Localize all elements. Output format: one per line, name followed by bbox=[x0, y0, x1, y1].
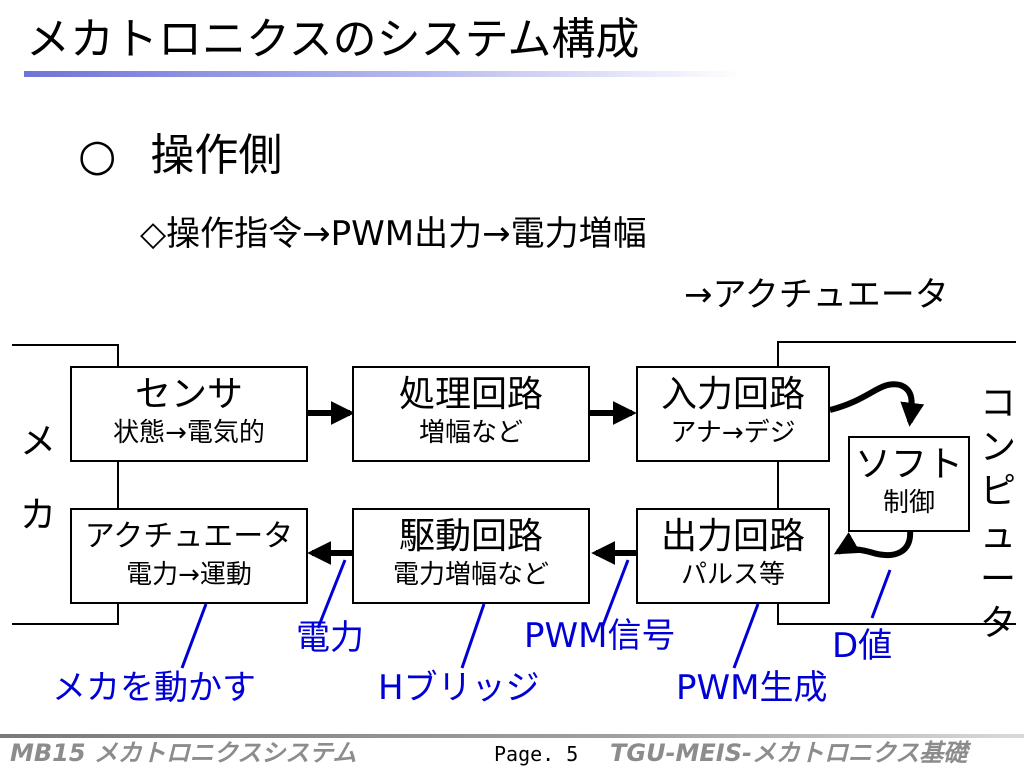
bullet-operation-side: ○ 操作側 bbox=[78, 128, 282, 184]
computer-boundary bbox=[777, 341, 1016, 625]
annotation-pwm-signal: PWM信号 bbox=[524, 616, 676, 656]
footer-page-number: Page. 5 bbox=[494, 742, 579, 766]
pointer-d-value bbox=[870, 569, 892, 619]
annotation-d-value: D値 bbox=[832, 626, 893, 666]
pointer-pwm-signal bbox=[600, 559, 630, 629]
box-sensor-title: センサ bbox=[134, 374, 243, 415]
box-sensor-sub: 状態→電気的 bbox=[113, 418, 265, 448]
annotation-move-mecha: メカを動かす bbox=[52, 668, 256, 708]
box-input: 入力回路 アナ→デジ bbox=[636, 366, 830, 462]
slide-title: メカトロニクスのシステム構成 bbox=[26, 14, 640, 65]
bullet-marker: ○ bbox=[78, 130, 117, 181]
subpoint-line1: ◇操作指令→PWM出力→電力増幅 bbox=[140, 214, 647, 254]
box-soft: ソフト 制御 bbox=[848, 436, 970, 532]
box-process-sub: 増幅など bbox=[418, 418, 523, 448]
subpoint-line2: →アクチュエータ bbox=[684, 275, 949, 315]
box-actuator-title: アクチュエータ bbox=[84, 519, 294, 554]
footer-series: TGU-MEIS-メカトロニクス基礎 bbox=[610, 739, 968, 767]
annotation-power: 電力 bbox=[296, 618, 364, 658]
box-soft-sub: 制御 bbox=[882, 488, 935, 518]
box-actuator: アクチュエータ 電力→運動 bbox=[70, 508, 308, 604]
computer-label-char: ュ bbox=[979, 515, 1016, 556]
pointer-power bbox=[316, 559, 347, 629]
box-actuator-sub: 電力→運動 bbox=[126, 560, 252, 590]
pointer-pwm-gen bbox=[732, 603, 760, 669]
footer-divider bbox=[0, 734, 1024, 738]
box-output-sub: パルス等 bbox=[680, 560, 785, 590]
bullet-text: 操作側 bbox=[150, 130, 283, 181]
arrow-input-to-soft bbox=[829, 381, 925, 427]
box-process: 処理回路 増幅など bbox=[352, 366, 590, 462]
box-drive-sub: 電力増幅など bbox=[392, 560, 549, 590]
box-drive-title: 駆動回路 bbox=[398, 516, 543, 557]
box-output-title: 出力回路 bbox=[660, 516, 805, 557]
box-drive: 駆動回路 電力増幅など bbox=[352, 508, 590, 604]
computer-label-char: ー bbox=[979, 559, 1016, 600]
mecha-label: メ カ bbox=[16, 420, 60, 538]
computer-label-char: ン bbox=[979, 427, 1016, 468]
title-underline bbox=[24, 71, 744, 77]
box-process-title: 処理回路 bbox=[398, 374, 543, 415]
pointer-move-mecha bbox=[180, 603, 208, 669]
box-sensor: センサ 状態→電気的 bbox=[70, 366, 308, 462]
computer-label-char: ピ bbox=[979, 471, 1016, 512]
box-soft-title: ソフト bbox=[854, 444, 963, 485]
arrow-soft-to-output bbox=[833, 529, 914, 558]
computer-label-char: タ bbox=[979, 603, 1016, 644]
annotation-h-bridge: Hブリッジ bbox=[378, 668, 540, 708]
mecha-boundary bbox=[12, 344, 119, 625]
box-input-title: 入力回路 bbox=[660, 374, 805, 415]
annotation-pwm-gen: PWM生成 bbox=[676, 668, 828, 708]
mecha-label-char: メ bbox=[19, 421, 56, 462]
mecha-label-char: カ bbox=[19, 495, 56, 536]
computer-label-char: コ bbox=[979, 383, 1016, 424]
computer-label: コ ン ピ ュ ー タ bbox=[976, 382, 1020, 646]
box-input-sub: アナ→デジ bbox=[670, 418, 796, 448]
footer-course: MB15 メカトロニクスシステム bbox=[10, 739, 357, 767]
pointer-h-bridge bbox=[460, 603, 486, 669]
box-output: 出力回路 パルス等 bbox=[636, 508, 830, 604]
